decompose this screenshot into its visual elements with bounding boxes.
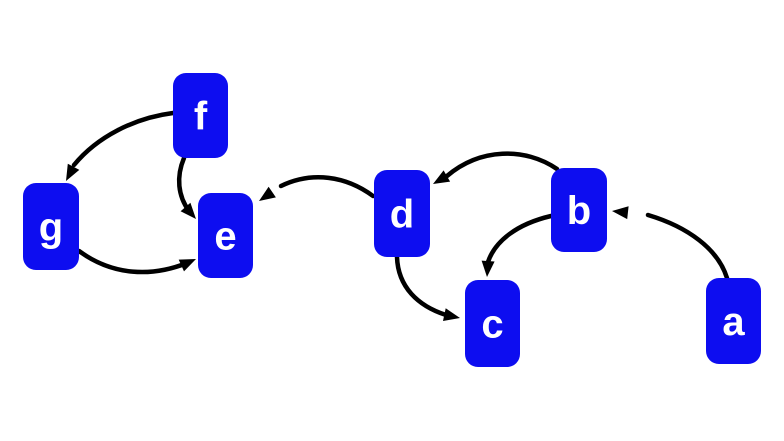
node-label: a bbox=[722, 300, 745, 344]
node-box[interactable] bbox=[198, 193, 253, 278]
node-b[interactable]: b bbox=[551, 168, 607, 252]
node-g[interactable]: g bbox=[23, 183, 79, 270]
node-box[interactable] bbox=[173, 73, 228, 158]
edge-line bbox=[485, 213, 554, 265]
edge-d-to-c bbox=[394, 254, 460, 321]
node-label: c bbox=[481, 303, 503, 347]
edge-line bbox=[645, 212, 730, 281]
arrowhead-icon bbox=[66, 163, 80, 181]
edge-line bbox=[394, 254, 449, 318]
edge-line bbox=[176, 155, 192, 214]
edge-f-to-e bbox=[176, 155, 196, 219]
arrowhead-icon bbox=[612, 206, 629, 220]
node-label: e bbox=[214, 215, 236, 259]
node-e[interactable]: e bbox=[198, 193, 253, 278]
node-box[interactable] bbox=[551, 168, 607, 252]
node-a[interactable]: a bbox=[706, 278, 761, 364]
edge-line bbox=[76, 248, 190, 275]
arrowhead-icon bbox=[178, 259, 196, 272]
edge-b-to-d bbox=[433, 151, 560, 184]
edge-line bbox=[444, 151, 560, 179]
node-box[interactable] bbox=[465, 280, 520, 367]
arrowhead-icon bbox=[443, 308, 460, 321]
edge-line bbox=[71, 110, 176, 168]
edge-line bbox=[278, 175, 376, 199]
arrowhead-icon bbox=[433, 170, 451, 184]
edge-b-to-c bbox=[481, 213, 554, 277]
node-f[interactable]: f bbox=[173, 73, 228, 158]
node-label: g bbox=[39, 206, 63, 250]
edge-g-to-e bbox=[76, 248, 196, 275]
node-label: b bbox=[567, 189, 591, 233]
arrowhead-icon bbox=[481, 260, 495, 277]
edge-f-to-g bbox=[66, 110, 176, 181]
node-label: d bbox=[390, 193, 414, 237]
node-d[interactable]: d bbox=[374, 170, 430, 257]
node-box[interactable] bbox=[706, 278, 761, 364]
node-box[interactable] bbox=[23, 183, 79, 270]
arrowhead-icon bbox=[259, 186, 276, 201]
arrowhead-icon bbox=[180, 202, 196, 219]
node-label: f bbox=[194, 95, 208, 139]
node-c[interactable]: c bbox=[465, 280, 520, 367]
edge-a-to-b bbox=[612, 206, 730, 281]
edge-d-to-e bbox=[259, 175, 376, 201]
node-box[interactable] bbox=[374, 170, 430, 257]
